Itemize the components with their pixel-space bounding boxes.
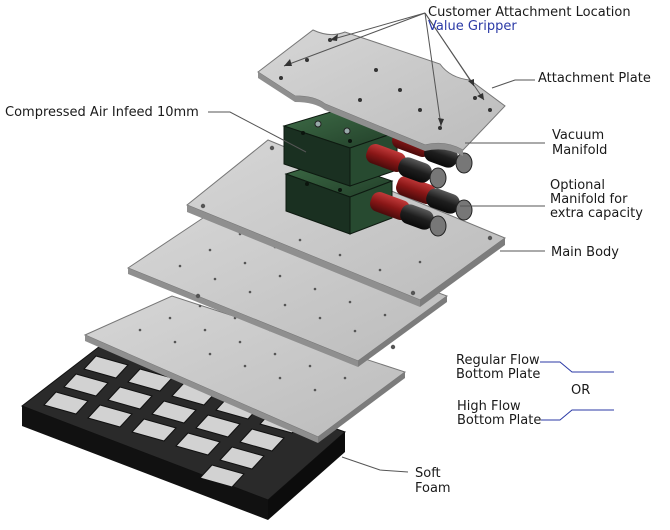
label-soft-line2: Foam (415, 481, 451, 496)
label-high-flow-line1: High Flow (457, 399, 521, 414)
arrowheads (284, 34, 484, 126)
regular-flow-bottom-plate (126, 209, 449, 367)
label-value-gripper: Value Gripper (428, 19, 517, 34)
label-high-flow-line2: Bottom Plate (457, 413, 542, 428)
label-attachment-plate: Attachment Plate (538, 71, 651, 86)
label-regular-flow-line2: Bottom Plate (456, 367, 541, 382)
optional-manifold-fittings (370, 176, 473, 237)
label-vacuum-manifold-line1: Vacuum (552, 128, 605, 143)
label-vacuum-manifold-line2: Manifold (552, 143, 608, 158)
label-optional-line1: Optional (550, 178, 605, 193)
label-main-body: Main Body (551, 245, 619, 260)
label-or: OR (571, 383, 591, 398)
label-compressed-air: Compressed Air Infeed 10mm (5, 105, 199, 120)
label-regular-flow-line1: Regular Flow (456, 353, 540, 368)
leader-lines (208, 12, 545, 473)
label-customer-attachment: Customer Attachment Location (428, 5, 631, 20)
blue-leader-lines (540, 361, 614, 421)
bottom-plate (83, 295, 407, 443)
label-optional-line2: Manifold for (550, 192, 628, 207)
label-optional-line3: extra capacity (550, 206, 643, 221)
label-soft-line1: Soft (415, 466, 441, 481)
